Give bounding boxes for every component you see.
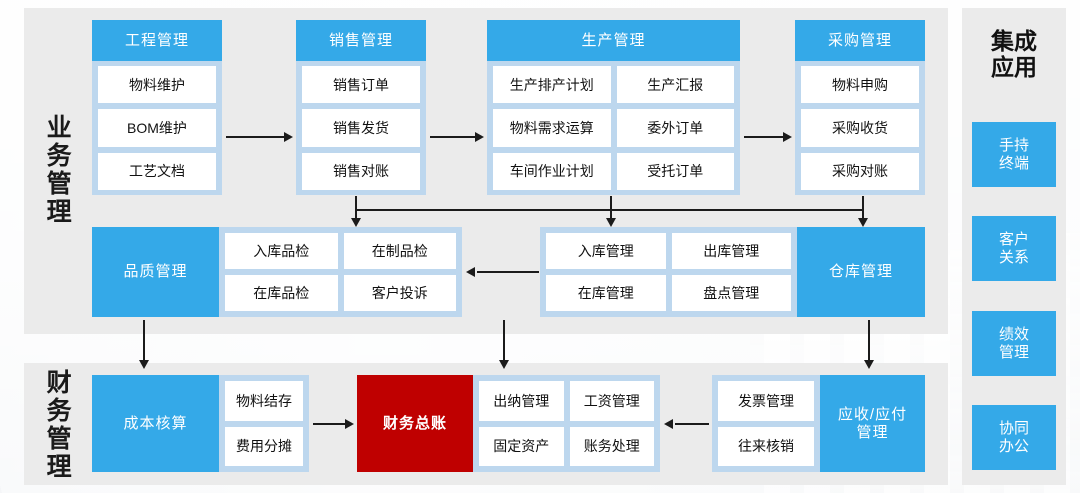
module-cell[interactable]: 采购对账 <box>801 152 919 190</box>
sidebar-item-label-line2: 关系 <box>998 248 1029 266</box>
module-cell[interactable]: 出纳管理 <box>479 381 564 421</box>
arrowhead-left-icon <box>466 267 475 277</box>
module-cell[interactable]: 工资管理 <box>569 381 654 421</box>
module-cell[interactable]: 往来核销 <box>718 426 814 466</box>
link-warehouse-to-ledger <box>503 320 505 364</box>
bus-stub-sales <box>355 196 357 210</box>
sidebar-item-label-line1: 手持 <box>998 136 1029 154</box>
module-receivable-payable[interactable]: 发票管理 往来核销 应收/应付 管理 <box>712 375 925 472</box>
module-production-title: 生产管理 <box>487 20 740 61</box>
module-cell[interactable]: 出库管理 <box>671 233 791 269</box>
arrowhead-down-icon <box>606 218 616 227</box>
sidebar-item-handheld-terminal[interactable]: 手持 终端 <box>972 122 1056 187</box>
arrowhead-down-icon <box>499 360 509 369</box>
module-cell[interactable]: 在制品检 <box>343 233 456 269</box>
module-cell[interactable]: BOM维护 <box>98 109 216 147</box>
integrated-apps-title: 集成 应用 <box>962 28 1066 81</box>
module-cell[interactable]: 受托订单 <box>616 152 734 190</box>
sidebar-item-customer-relations[interactable]: 客户 关系 <box>972 216 1056 281</box>
integrated-apps-title-line1: 集成 <box>991 28 1037 54</box>
arrowhead-right-icon <box>345 419 354 429</box>
arrow-engineering-to-sales <box>226 136 286 138</box>
module-general-ledger[interactable]: 财务总账 出纳管理 固定资产 工资管理 账务处理 <box>357 375 660 472</box>
sidebar-item-label-line1: 客户 <box>998 230 1029 248</box>
module-cell[interactable]: 销售对账 <box>302 152 420 190</box>
module-cell[interactable]: 物料结存 <box>225 381 303 421</box>
module-cell[interactable]: 销售发货 <box>302 109 420 147</box>
module-cell[interactable]: 销售订单 <box>302 66 420 104</box>
bus-stub-purchasing <box>862 196 864 210</box>
module-engineering-title: 工程管理 <box>92 20 222 61</box>
module-warehouse[interactable]: 入库管理 在库管理 出库管理 盘点管理 仓库管理 <box>540 227 925 317</box>
module-receivable-title-line2: 管理 <box>856 423 889 441</box>
module-cell[interactable]: 账务处理 <box>569 426 654 466</box>
arrow-receivable-to-ledger <box>675 423 709 425</box>
sidebar-item-collaborative-office[interactable]: 协同 办公 <box>972 405 1056 470</box>
bus-drop-production <box>610 209 612 220</box>
module-cell[interactable]: 物料维护 <box>98 66 216 104</box>
module-cell[interactable]: 费用分摊 <box>225 426 303 466</box>
module-cost-accounting[interactable]: 成本核算 物料结存 费用分摊 <box>92 375 309 472</box>
module-receivable-title: 应收/应付 管理 <box>820 375 925 472</box>
sidebar-item-label-line1: 协同 <box>998 419 1029 437</box>
module-sales-title: 销售管理 <box>296 20 426 61</box>
module-cell[interactable]: 固定资产 <box>479 426 564 466</box>
sidebar-item-label-line1: 绩效 <box>998 325 1029 343</box>
arrowhead-left-icon <box>664 419 673 429</box>
module-cell[interactable]: 委外订单 <box>616 109 734 147</box>
module-purchasing-title: 采购管理 <box>795 20 925 61</box>
sidebar-item-label-line2: 终端 <box>998 154 1029 172</box>
module-cell[interactable]: 发票管理 <box>718 381 814 421</box>
module-receivable-title-line1: 应收/应付 <box>837 405 908 423</box>
module-cell[interactable]: 入库管理 <box>546 233 666 269</box>
arrow-production-to-purchasing <box>744 136 786 138</box>
module-quality-title: 品质管理 <box>92 227 219 317</box>
module-production[interactable]: 生产管理 生产排产计划 物料需求运算 车间作业计划 生产汇报 委外订单 受托订单 <box>487 20 740 195</box>
bus-drop-purchasing <box>862 209 864 220</box>
module-quality[interactable]: 品质管理 入库品检 在库品检 在制品检 客户投诉 <box>92 227 462 317</box>
region-label-business: 业务管理 <box>43 114 72 226</box>
module-cell[interactable]: 生产排产计划 <box>493 66 611 104</box>
arrowhead-right-icon <box>284 132 293 142</box>
sidebar-item-label-line2: 管理 <box>998 343 1029 361</box>
module-cell[interactable]: 盘点管理 <box>671 275 791 311</box>
module-cell[interactable]: 在库品检 <box>225 275 338 311</box>
arrowhead-down-icon <box>864 360 874 369</box>
module-cell[interactable]: 生产汇报 <box>616 66 734 104</box>
module-sales[interactable]: 销售管理 销售订单 销售发货 销售对账 <box>296 20 426 195</box>
module-cell[interactable]: 车间作业计划 <box>493 152 611 190</box>
bus-stub-production <box>610 196 612 210</box>
module-purchasing[interactable]: 采购管理 物料申购 采购收货 采购对账 <box>795 20 925 195</box>
module-engineering[interactable]: 工程管理 物料维护 BOM维护 工艺文档 <box>92 20 222 195</box>
module-cell[interactable]: 在库管理 <box>546 275 666 311</box>
arrowhead-down-icon <box>351 218 361 227</box>
sidebar-item-label-line2: 办公 <box>998 437 1029 455</box>
bus-drop-sales <box>355 209 357 220</box>
bus-line-row1 <box>355 209 863 211</box>
module-cost-title: 成本核算 <box>92 375 219 472</box>
link-warehouse-to-receivable <box>868 320 870 364</box>
module-cell[interactable]: 物料需求运算 <box>493 109 611 147</box>
arrowhead-down-icon <box>858 218 868 227</box>
arrowhead-down-icon <box>139 360 149 369</box>
module-cell[interactable]: 采购收货 <box>801 109 919 147</box>
arrowhead-right-icon <box>783 132 792 142</box>
link-quality-to-cost <box>143 320 145 364</box>
module-warehouse-title: 仓库管理 <box>797 227 925 317</box>
arrow-sales-to-production <box>430 136 478 138</box>
module-cell[interactable]: 工艺文档 <box>98 152 216 190</box>
region-label-finance: 财务管理 <box>43 369 72 481</box>
arrow-cost-to-ledger <box>313 423 347 425</box>
integrated-apps-title-line2: 应用 <box>991 54 1037 81</box>
module-cell[interactable]: 物料申购 <box>801 66 919 104</box>
sidebar-item-performance-management[interactable]: 绩效 管理 <box>972 311 1056 376</box>
arrowhead-right-icon <box>475 132 484 142</box>
arrow-warehouse-to-quality <box>477 271 539 273</box>
module-general-ledger-title: 财务总账 <box>357 375 473 472</box>
module-cell[interactable]: 入库品检 <box>225 233 338 269</box>
module-cell[interactable]: 客户投诉 <box>343 275 456 311</box>
